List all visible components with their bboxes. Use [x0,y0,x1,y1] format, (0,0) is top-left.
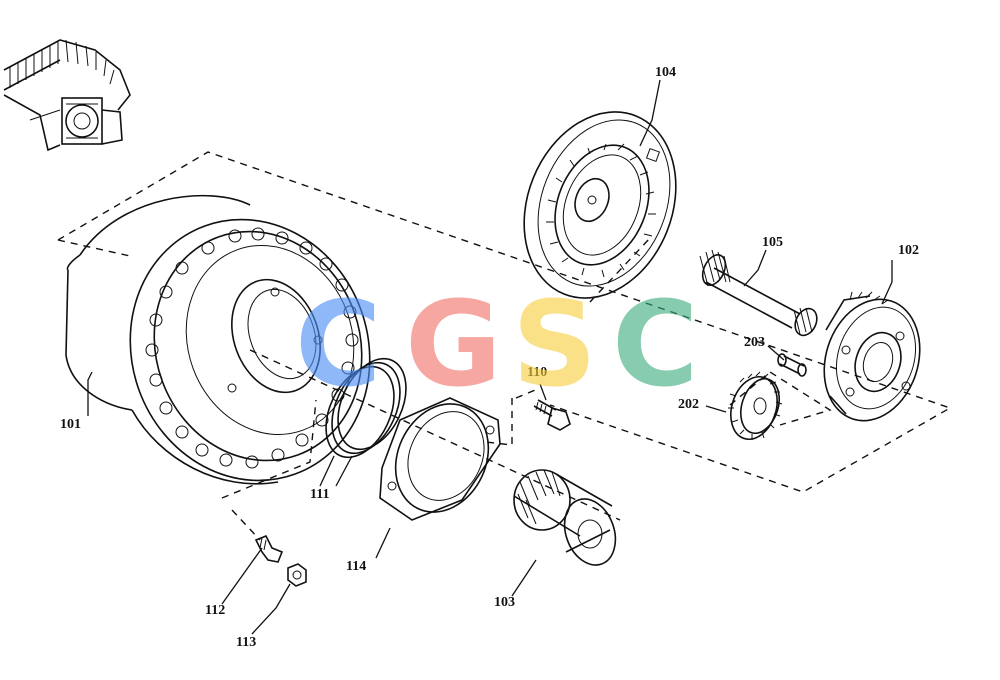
assembly-guide-lines [57,151,952,541]
part-105-sun-shaft [699,249,818,337]
part-203-pin [777,353,807,377]
callout-labels: 101 102 103 104 105 110 111 112 113 114 … [60,65,919,650]
callout-101: 101 [60,417,81,432]
callout-113: 113 [236,635,256,650]
callout-110: 110 [527,365,547,380]
callout-202: 202 [678,397,699,412]
part-113-nut [287,563,307,587]
part-110-bolt [533,399,571,431]
callout-104: 104 [655,65,676,80]
part-202-planet-gear [728,371,783,440]
part-103-splined-coupling [513,469,617,566]
callout-111: 111 [310,487,329,502]
callout-105: 105 [762,235,783,250]
part-111-o-rings [325,357,407,459]
part-112-fitting [254,534,284,563]
part-114-flange-cover [379,397,501,521]
cgsc-watermark: C G S C [295,275,699,413]
watermark-letter-1: C [295,275,382,413]
callout-114: 114 [346,559,366,574]
part-104-ring-gear [523,111,677,299]
watermark-letter-2: G [405,275,502,413]
callout-203: 203 [744,335,765,350]
part-101-hub-housing [65,194,371,485]
watermark-letter-3: S [512,275,597,413]
callout-102: 102 [898,243,919,258]
callout-112: 112 [205,603,225,618]
part-102-planet-carrier [823,291,921,422]
watermark-letter-4: C [612,275,699,413]
callout-leaders [87,79,893,635]
track-thumbnail [3,39,131,152]
callout-103: 103 [494,595,515,610]
